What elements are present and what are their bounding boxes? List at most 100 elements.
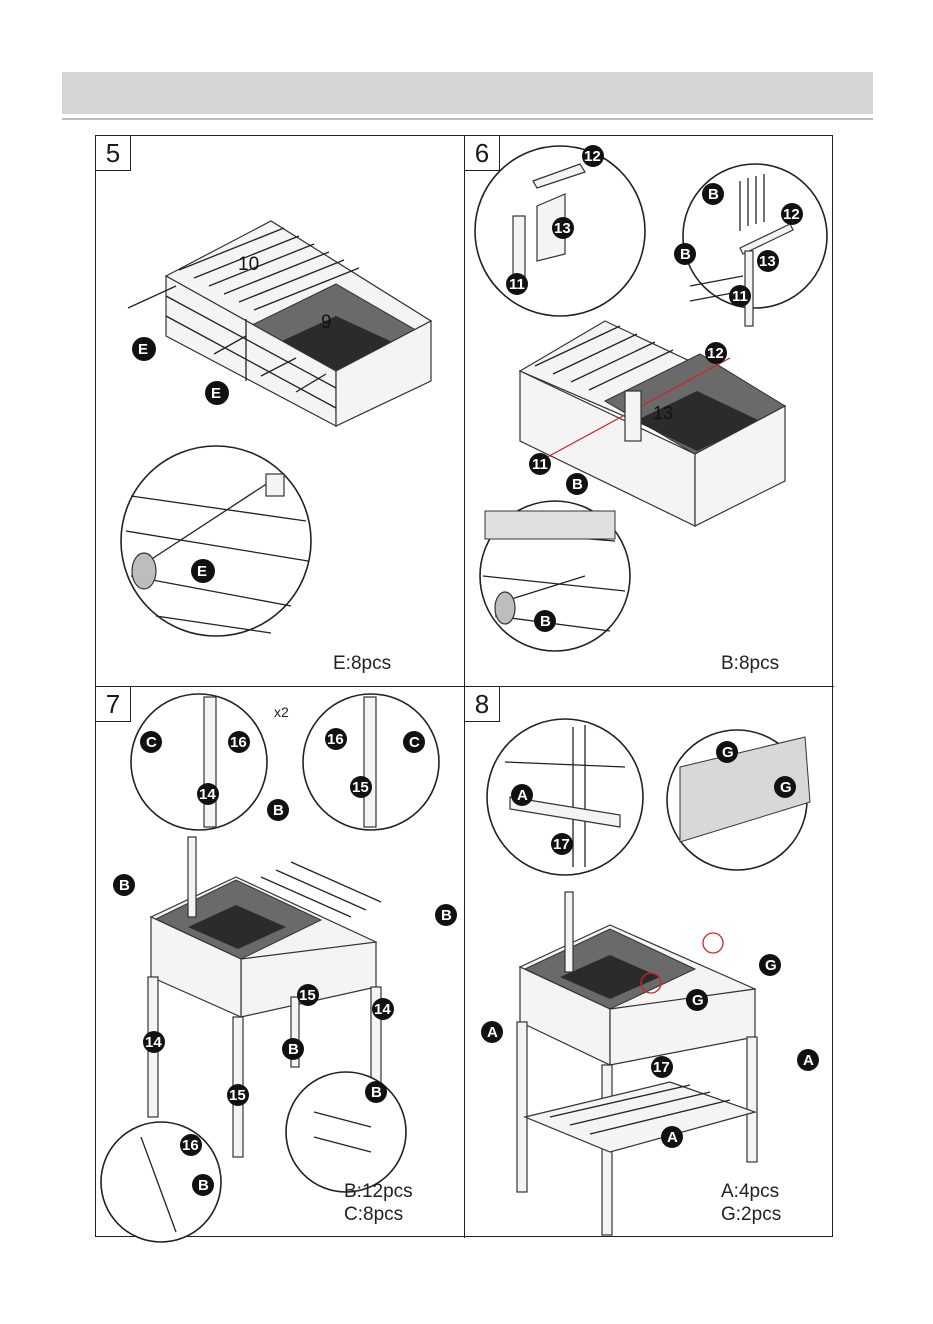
svg-text:13: 13	[554, 220, 571, 237]
part-label-b: B	[267, 799, 289, 821]
part-label-12: 12	[781, 203, 803, 225]
part-label-15: 15	[227, 1084, 249, 1106]
part-label-12: 12	[582, 145, 604, 167]
svg-text:17: 17	[553, 836, 570, 853]
quantity-label: E:8pcs	[333, 652, 391, 675]
detail-zoom-circle	[131, 694, 267, 830]
svg-text:B: B	[441, 907, 452, 924]
step-5-panel: 5	[96, 136, 465, 687]
part-label-c: C	[403, 731, 425, 753]
part-label-a: A	[481, 1021, 503, 1043]
svg-text:17: 17	[653, 1059, 670, 1076]
part-label-b: B	[534, 610, 556, 632]
svg-text:11: 11	[532, 456, 548, 473]
part-label-11: 11	[729, 285, 751, 307]
svg-text:12: 12	[707, 345, 724, 362]
step-7-illustration: x2 C 16 14 16 C 15 B B	[96, 687, 465, 1238]
svg-text:G: G	[780, 779, 792, 796]
svg-text:15: 15	[299, 987, 316, 1004]
svg-text:15: 15	[352, 779, 369, 796]
step-5-illustration: 10 9 E E E	[96, 136, 465, 687]
quantity-label: C:8pcs	[344, 1203, 403, 1226]
part-label-17: 17	[551, 833, 573, 855]
step-8-illustration: A 17 G G G G A 17 A A	[465, 687, 834, 1238]
svg-text:13: 13	[759, 253, 776, 270]
svg-text:B: B	[572, 476, 583, 493]
detail-zoom-circle	[683, 164, 827, 308]
part-label-9: 9	[321, 312, 332, 333]
screw-head	[132, 553, 156, 589]
svg-text:B: B	[680, 246, 691, 263]
svg-text:14: 14	[374, 1001, 391, 1018]
mesh-edge	[485, 511, 615, 539]
part-label-16: 16	[228, 731, 250, 753]
part-label-10: 10	[238, 254, 259, 275]
part-label-b: B	[282, 1038, 304, 1060]
part-label-e: E	[191, 559, 215, 583]
assembly-steps-grid: 5	[95, 135, 833, 1237]
part-label-14: 14	[372, 998, 394, 1020]
svg-text:A: A	[487, 1024, 498, 1041]
quantity-label: G:2pcs	[721, 1203, 781, 1226]
step-8-panel: 8 A 17 G G G G	[465, 687, 834, 1238]
part-label-11: 11	[529, 453, 551, 475]
part-label-b: B	[365, 1081, 387, 1103]
svg-text:G: G	[692, 992, 704, 1009]
part-label-13: 13	[653, 403, 673, 423]
svg-text:B: B	[708, 186, 719, 203]
part-label-13: 13	[757, 250, 779, 272]
svg-text:16: 16	[230, 734, 247, 751]
svg-text:B: B	[273, 802, 284, 819]
part-label-a: A	[661, 1126, 683, 1148]
screw-head	[495, 592, 515, 624]
svg-text:A: A	[667, 1129, 678, 1146]
svg-text:E: E	[138, 341, 148, 358]
svg-text:12: 12	[584, 148, 601, 165]
svg-text:B: B	[540, 613, 551, 630]
svg-text:G: G	[722, 744, 734, 761]
svg-text:B: B	[119, 877, 130, 894]
part-label-14: 14	[197, 783, 219, 805]
svg-text:E: E	[197, 563, 207, 580]
part-label-14: 14	[143, 1031, 165, 1053]
part-label-17: 17	[651, 1056, 673, 1078]
header-rule	[62, 118, 873, 120]
svg-text:14: 14	[145, 1034, 162, 1051]
shelf-17	[525, 1082, 755, 1152]
step-7-panel: 7 x2 C 16 14 16 C	[96, 687, 465, 1238]
part-15	[364, 697, 376, 827]
svg-text:B: B	[371, 1084, 382, 1101]
part-label-b: B	[113, 874, 135, 896]
svg-text:11: 11	[509, 276, 525, 293]
part-label-12: 12	[705, 342, 727, 364]
header-bar	[62, 72, 873, 114]
part-label-b: B	[566, 473, 588, 495]
part-label-b: B	[702, 183, 724, 205]
step-6-panel: 6 12	[465, 136, 834, 687]
leg	[517, 1022, 527, 1192]
handle	[565, 892, 573, 972]
part-label-g: G	[759, 954, 781, 976]
part-label-g: G	[716, 741, 738, 763]
quantity-label: A:4pcs	[721, 1180, 779, 1203]
svg-text:9: 9	[321, 312, 332, 333]
part-label-b: B	[192, 1174, 214, 1196]
part-label-g: G	[686, 989, 708, 1011]
part-label-g: G	[774, 776, 796, 798]
svg-text:14: 14	[199, 786, 216, 803]
part-label-11: 11	[506, 273, 528, 295]
svg-text:B: B	[288, 1041, 299, 1058]
svg-text:11: 11	[732, 288, 748, 305]
svg-text:A: A	[803, 1052, 814, 1069]
svg-text:13: 13	[653, 403, 673, 423]
quantity-label: B:12pcs	[344, 1180, 413, 1203]
part-label-b: B	[674, 243, 696, 265]
svg-text:G: G	[765, 957, 777, 974]
part-label-a: A	[511, 784, 533, 806]
svg-text:B: B	[198, 1177, 209, 1194]
quantity-label: B:8pcs	[721, 652, 779, 675]
part-label-e: E	[132, 337, 156, 361]
part-label-15: 15	[297, 984, 319, 1006]
part-label-13: 13	[552, 217, 574, 239]
part-label-16: 16	[325, 728, 347, 750]
